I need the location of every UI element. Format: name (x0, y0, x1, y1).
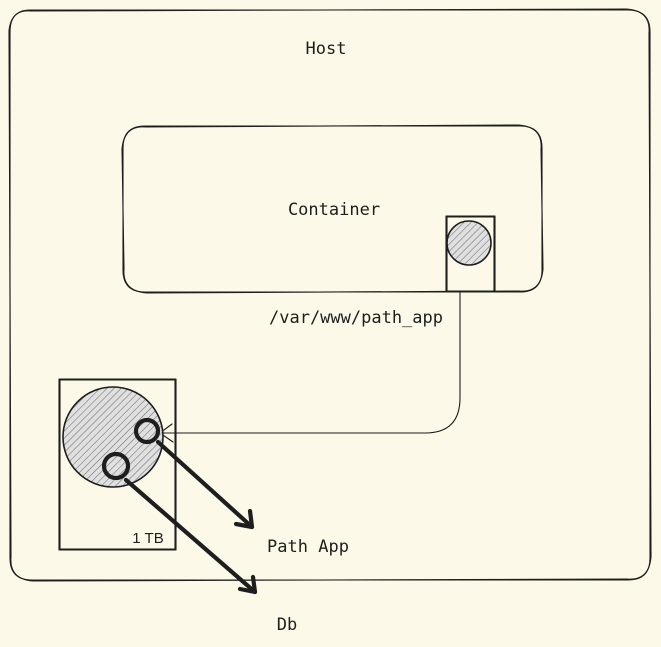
container-volume-disc (446, 220, 492, 266)
path-app-arrow (155, 439, 255, 530)
path-app-label: Path App (267, 537, 349, 557)
container-volume (445, 215, 496, 292)
mount-path-label: /var/www/path_app (269, 308, 443, 328)
db-label: Db (277, 615, 297, 635)
disk-size-label: 1 TB (132, 530, 163, 547)
host-disk-platter (62, 386, 164, 488)
host-disk (58, 378, 177, 551)
host-box (8, 8, 652, 582)
path-app-ring (133, 417, 161, 445)
db-arrow (123, 477, 258, 595)
container-box (121, 124, 544, 294)
container-label: Container (288, 200, 380, 220)
db-ring (101, 451, 131, 481)
host-label: Host (306, 39, 347, 59)
